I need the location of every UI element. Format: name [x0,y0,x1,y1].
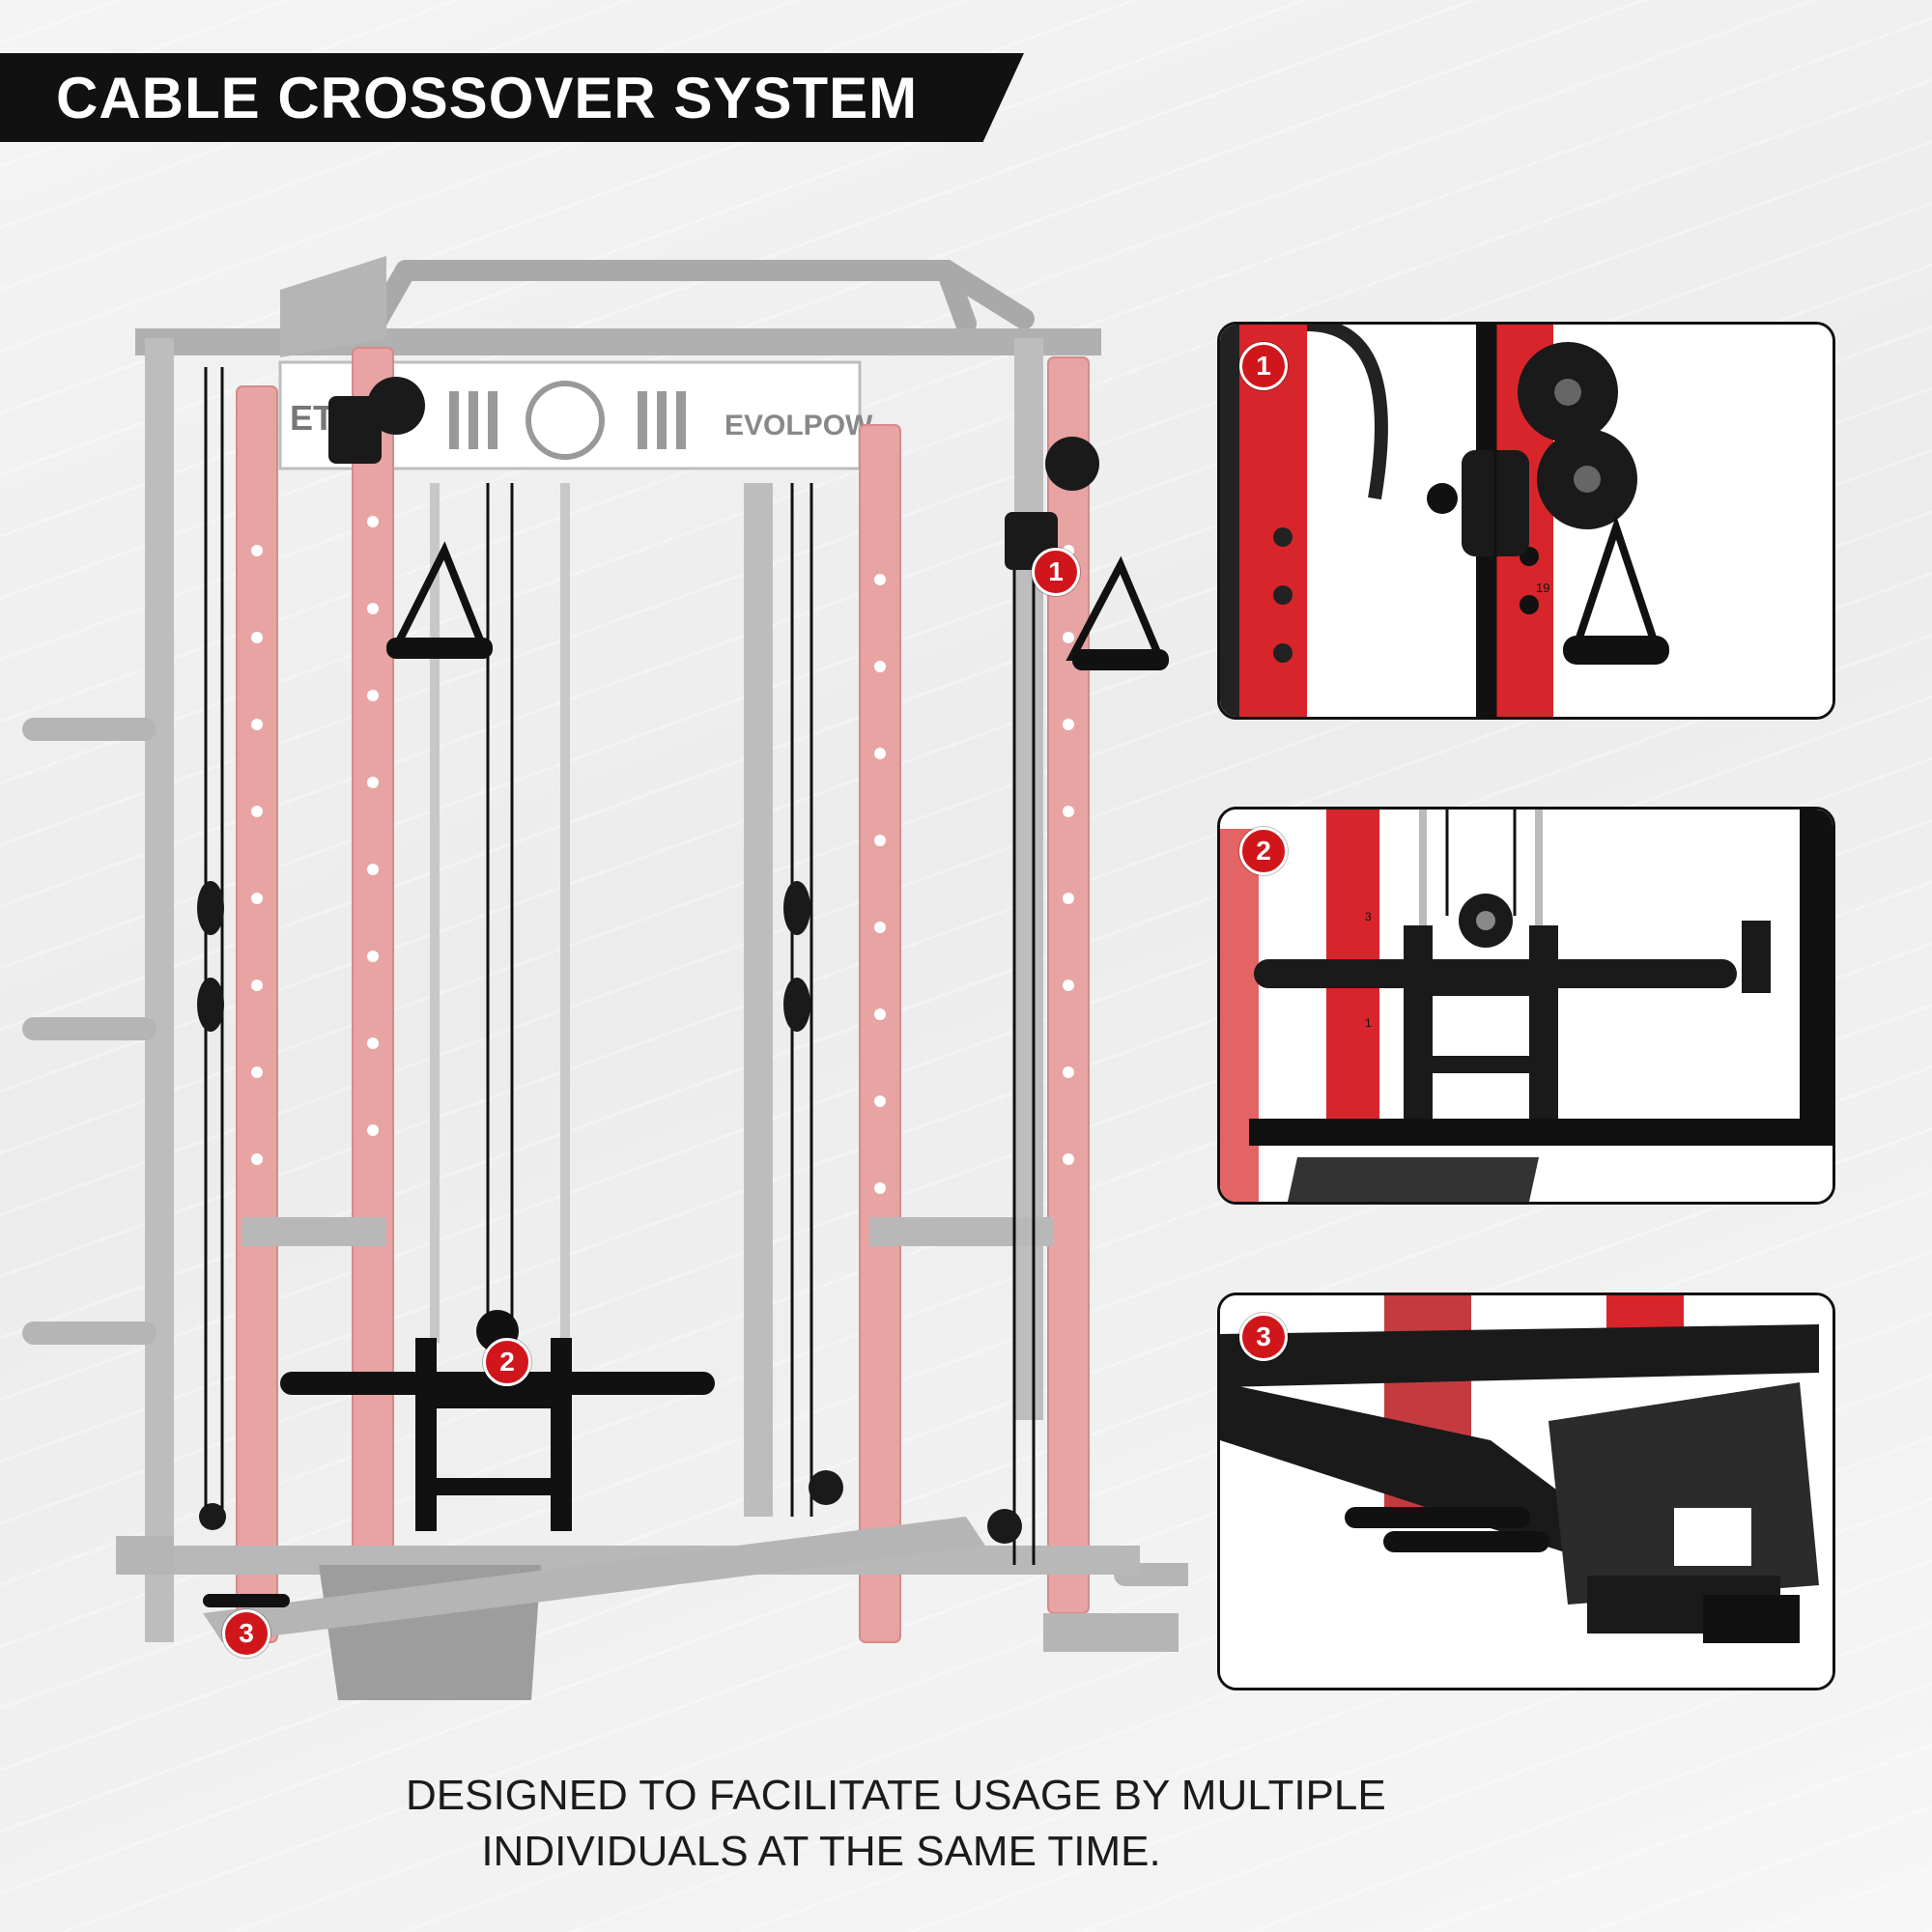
guide-rods [430,483,570,1343]
foot-plate-icon [1288,1157,1539,1202]
upper-pulley-closeup: 19 [1220,325,1833,717]
hole-number: 19 [1536,581,1549,595]
detail-panel-center-attachment: 3 1 2 [1217,807,1835,1205]
pulley-icon [1427,342,1637,556]
panel-1-badge: 1 [1239,342,1288,390]
storage-horns [22,718,1188,1586]
landmine-post-icon [1254,921,1771,1138]
panel-3-badge: 3 [1239,1313,1288,1361]
badge-3: 3 [222,1609,270,1658]
bulldog-logo-icon [526,381,605,460]
badge-1: 1 [1032,548,1080,596]
detail-panel-foot-plate: 3 [1217,1293,1835,1690]
logo-mark: ET [290,398,334,438]
handle-icon [386,541,1169,670]
plate-stripes [449,391,686,449]
landmine-post-icon [280,1310,715,1531]
foot-plate-closeup [1220,1295,1833,1688]
center-attachment-closeup: 3 1 [1220,810,1833,1202]
page-title: CABLE CROSSOVER SYSTEM [56,65,919,130]
power-rack-illustration: EVOLPOW ET [22,256,1188,1700]
badge-2: 2 [483,1338,531,1386]
hole-number-3: 3 [1365,910,1372,923]
top-left-corner [280,256,386,357]
upright-holes [251,516,1074,1194]
caption: DESIGNED TO FACILITATE USAGE BY MULTIPLE… [406,1768,1386,1880]
hole-number-1: 1 [1365,1016,1372,1030]
brand-label: EVOLPOW [724,410,873,441]
mid-pulleys [197,881,1022,1544]
caption-line-1: DESIGNED TO FACILITATE USAGE BY MULTIPLE [406,1772,1386,1819]
foot-plate-icon [1548,1382,1819,1605]
rear-uprights [145,338,1043,1642]
caption-line-2: INDIVIDUALS AT THE SAME TIME. [481,1828,1161,1875]
storage-horns [1345,1507,1549,1552]
handle-icon [1563,515,1669,665]
base-frame [116,1517,1179,1652]
rear-handle [203,1594,290,1607]
detail-panel-upper-pulley: 19 1 [1217,322,1835,720]
panel-2-badge: 2 [1239,827,1288,875]
front-uprights [236,347,1090,1662]
title-banner: CABLE CROSSOVER SYSTEM [0,53,1024,142]
top-frame [356,260,1035,349]
